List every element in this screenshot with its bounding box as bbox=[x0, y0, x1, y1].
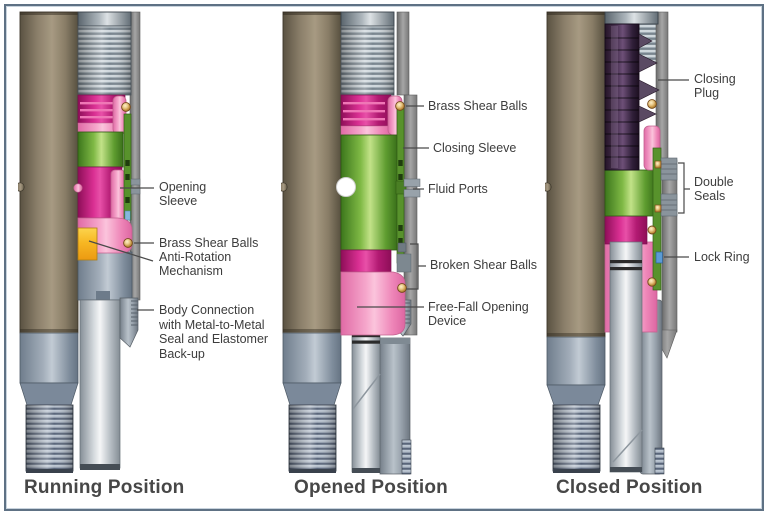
magenta-ring bbox=[604, 214, 648, 245]
sleeve-green bbox=[604, 169, 656, 217]
tool-diagram-closed-position bbox=[545, 11, 678, 475]
outer-body-brown bbox=[18, 11, 79, 334]
anti-rotation-mechanism-shape bbox=[77, 227, 98, 261]
lower-body-and-pin-threads bbox=[282, 332, 342, 473]
label-brass-shear-balls-opened: Brass Shear Balls bbox=[428, 99, 528, 113]
outer-lower-tube bbox=[379, 337, 412, 475]
tool-diagram-opened-position bbox=[281, 11, 421, 475]
brass-shear-ball-top bbox=[395, 101, 405, 111]
outer-body-brown bbox=[545, 11, 606, 338]
inner-mandrel-tube bbox=[79, 299, 121, 470]
label-free-fall-opening-device: Free-Fall Opening Device bbox=[428, 300, 529, 328]
top-cap bbox=[340, 11, 395, 27]
label-broken-shear-balls: Broken Shear Balls bbox=[430, 258, 538, 272]
brass-ball-upper bbox=[647, 99, 657, 109]
upper-magenta-section bbox=[340, 94, 392, 136]
top-cap bbox=[77, 11, 132, 27]
closing-plug-shape bbox=[604, 23, 660, 171]
caption-opened-position: Opened Position bbox=[294, 477, 448, 498]
top-cap bbox=[604, 11, 659, 25]
magenta-ring bbox=[340, 249, 392, 273]
label-opening-sleeve: Opening Sleeve bbox=[159, 180, 207, 208]
label-closing-plug: Closing Plug bbox=[694, 72, 736, 100]
label-closing-sleeve: Closing Sleeve bbox=[433, 141, 517, 155]
label-double-seals: Double Seals bbox=[694, 175, 734, 203]
lock-ring-shape bbox=[655, 251, 663, 264]
inner-green-strip bbox=[123, 113, 132, 221]
fluid-ports-shape bbox=[395, 178, 421, 198]
label-fluid-ports: Fluid Ports bbox=[428, 182, 488, 196]
top-threads bbox=[340, 25, 395, 96]
brass-ball-lower bbox=[647, 277, 657, 287]
caption-closed-position: Closed Position bbox=[556, 477, 703, 498]
label-body-connection: Body Connection with Metal-to-Metal Seal… bbox=[159, 303, 269, 361]
outer-body-brown bbox=[281, 11, 342, 334]
lower-pink-section bbox=[340, 271, 406, 336]
lower-body-and-pin-threads bbox=[19, 332, 79, 473]
closing-sleeve-green bbox=[336, 134, 398, 251]
body-connection-shape bbox=[119, 297, 139, 348]
opening-sleeve-section bbox=[73, 166, 126, 233]
inner-green-strip bbox=[652, 147, 662, 291]
top-threads bbox=[77, 25, 132, 96]
fluid-port-hole bbox=[336, 177, 356, 197]
sleeve-green-upper bbox=[77, 131, 124, 168]
brass-ball-mid bbox=[647, 225, 657, 235]
label-brass-shear-balls-running: Brass Shear Balls bbox=[159, 236, 259, 250]
label-anti-rotation-mechanism: Anti-Rotation Mechanism bbox=[159, 250, 232, 278]
label-lock-ring: Lock Ring bbox=[694, 250, 750, 264]
tool-diagram-running-position bbox=[18, 11, 141, 473]
figure-border bbox=[4, 4, 764, 511]
double-seals-shape bbox=[654, 157, 678, 217]
brass-shear-ball-top bbox=[121, 102, 131, 112]
inner-mandrel-tube bbox=[609, 241, 643, 473]
brass-shear-ball-bottom bbox=[123, 238, 133, 248]
caption-running-position: Running Position bbox=[24, 477, 185, 498]
lower-body-and-pin-threads bbox=[546, 336, 606, 473]
